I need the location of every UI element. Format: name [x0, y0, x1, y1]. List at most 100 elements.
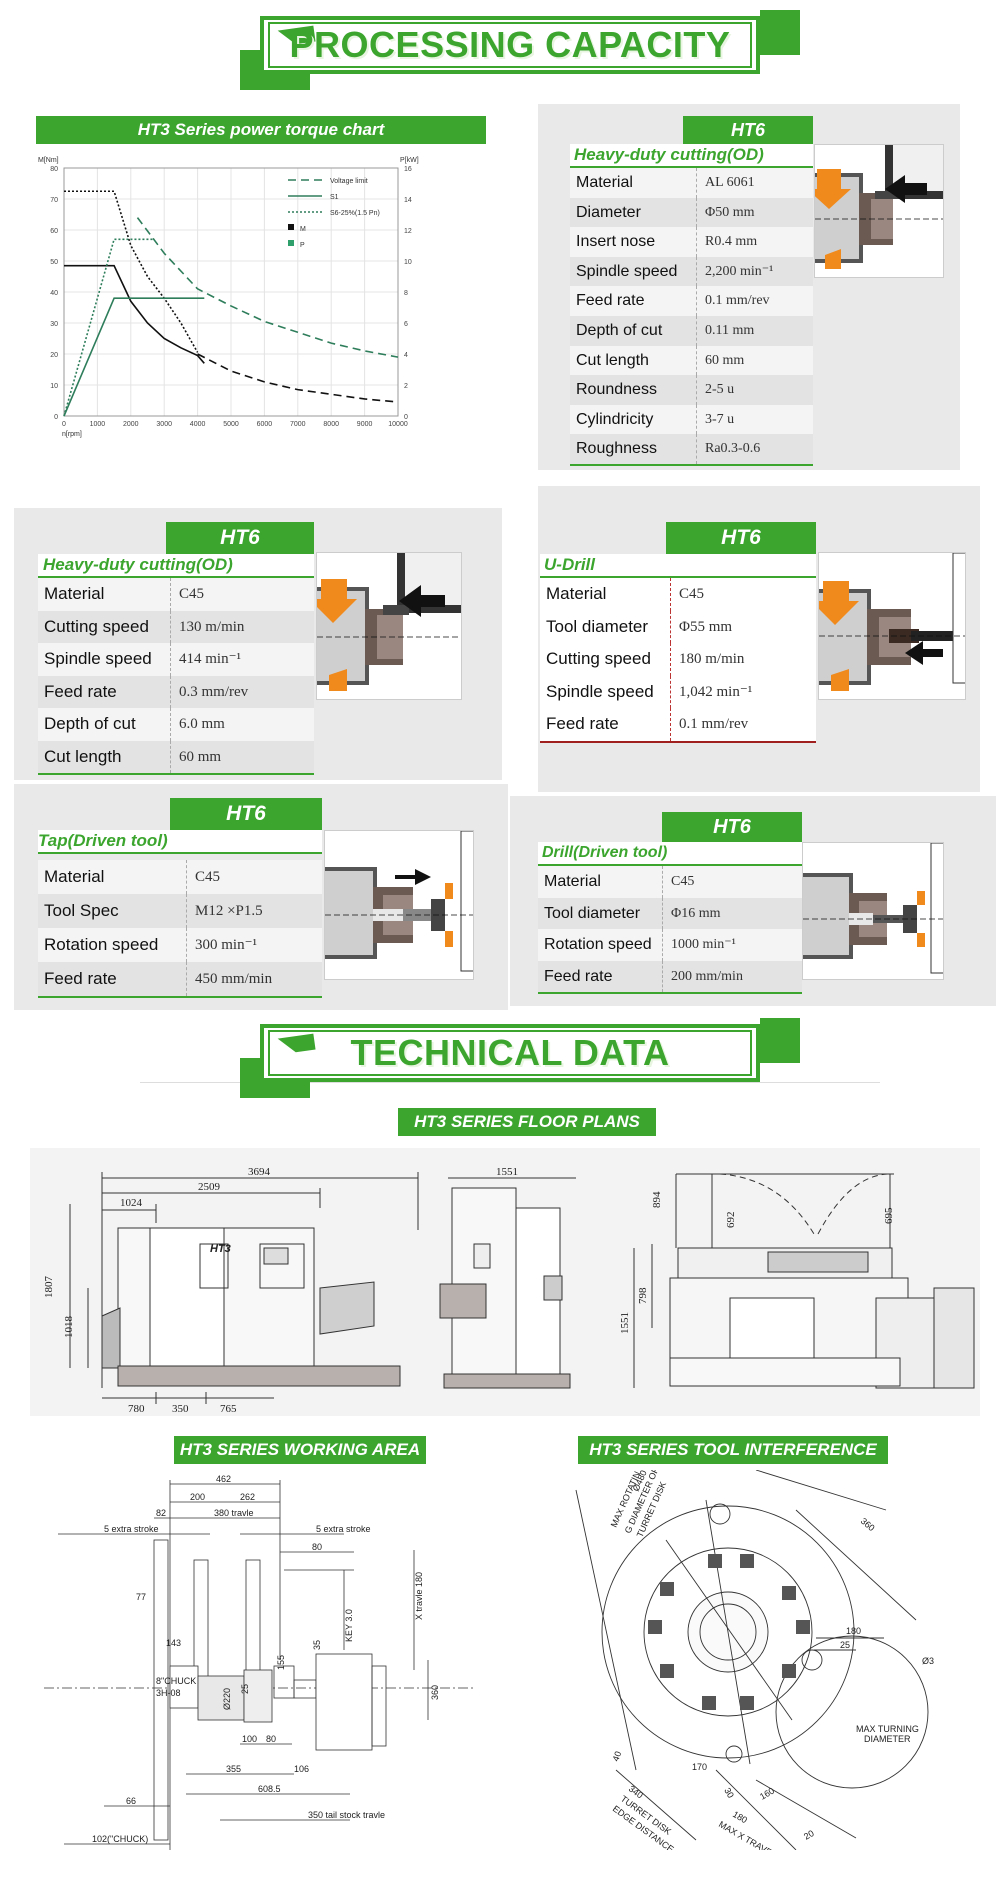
- model-label: HT6: [170, 798, 322, 830]
- spec-key: Material: [546, 584, 607, 603]
- dim-20: 20: [802, 1828, 816, 1842]
- spec-value: 0.1 mm/rev: [696, 286, 813, 316]
- tap-icon: [325, 831, 473, 972]
- y2-axis-label: P[kW]: [400, 157, 419, 164]
- cutting-illustration: [316, 552, 462, 700]
- dim-160: 160: [758, 1786, 776, 1802]
- od-cutting-icon: [815, 145, 943, 269]
- x-tick-label: 5000: [223, 421, 239, 428]
- spec-value: 0.1 mm/rev: [670, 708, 816, 741]
- spec-key: Roundness: [576, 381, 657, 399]
- spec-key: Cutting speed: [44, 616, 149, 636]
- max-turning-diameter: DIAMETER: [864, 1734, 911, 1744]
- spec-value: R0.4 mm: [696, 227, 813, 257]
- chuck-model: 3H-08: [156, 1688, 181, 1698]
- table-bottom-rule: [538, 992, 802, 994]
- spec-key: Tool diameter: [544, 904, 641, 922]
- spec-key: Cut length: [44, 746, 122, 766]
- dim-798: 798: [637, 1287, 649, 1304]
- spec-value: 6.0 mm: [170, 708, 314, 741]
- dim-106: 106: [294, 1764, 309, 1774]
- x-tick-label: 4000: [190, 421, 206, 428]
- series-line-4: [63, 297, 205, 417]
- banner-decoration: [760, 1018, 800, 1063]
- spec-row: Material C45: [540, 578, 816, 612]
- y2-tick-label: 14: [404, 197, 412, 204]
- spec-value: 1,042 min⁻¹: [670, 675, 816, 708]
- tailstock-travel: 350 tail stock travle: [308, 1810, 385, 1820]
- x-tick-label: 8000: [323, 421, 339, 428]
- y-tick-label: 20: [50, 352, 58, 359]
- spec-key: Depth of cut: [576, 322, 663, 339]
- y2-tick-label: 16: [404, 166, 412, 173]
- spec-key: Feed rate: [546, 714, 619, 733]
- banner-underline: [140, 1082, 880, 1083]
- x-tick-label: 6000: [257, 421, 273, 428]
- dim-1551: 1551: [496, 1166, 518, 1178]
- dim-143: 143: [166, 1638, 181, 1648]
- dim-360-interf: 360: [859, 1516, 877, 1533]
- legend-label: P: [300, 242, 305, 249]
- model-label: HT6: [662, 812, 802, 842]
- spec-value: 0.11 mm: [696, 316, 813, 346]
- working-area-panel: 462 200 262 82 380 travle 5 extra stroke…: [44, 1470, 474, 1850]
- x-tick-label: 0: [62, 421, 66, 428]
- dim-155: 155: [276, 1655, 286, 1670]
- spec-value: 130 m/min: [170, 610, 314, 643]
- legend-swatch: [288, 240, 294, 246]
- spec-key: Material: [576, 174, 633, 191]
- plot-frame: [63, 167, 399, 417]
- spec-value: Φ50 mm: [696, 197, 813, 228]
- spec-value: C45: [662, 866, 802, 898]
- dim-355: 355: [226, 1764, 241, 1774]
- legend-swatch: [288, 224, 294, 230]
- spec-value: 450 mm/min: [186, 962, 322, 996]
- dim-35: 35: [312, 1640, 322, 1650]
- y2-tick-label: 12: [404, 228, 412, 235]
- spec-value: 300 min⁻¹: [186, 928, 322, 962]
- spec-value: 2,200 min⁻¹: [696, 256, 813, 287]
- spec-value: 414 min⁻¹: [170, 643, 314, 676]
- dim-77: 77: [136, 1592, 146, 1602]
- spec-key: Material: [544, 873, 601, 890]
- extra-stroke-right: 5 extra stroke: [316, 1524, 371, 1534]
- y-tick-label: 0: [54, 414, 58, 421]
- dim-780: 780: [128, 1403, 145, 1415]
- spec-key: Rotation speed: [44, 935, 159, 954]
- section-banner-processing: PROCESSING CAPACITY: [230, 10, 800, 90]
- tool-interference-panel: MAX ROTATIN G DIAMETER OF TURRET DISK Ø4…: [556, 1465, 976, 1860]
- spec-row: Cutting speed 130 m/min: [38, 610, 314, 643]
- x-travel: X travle 180: [414, 1572, 424, 1620]
- dim-380: 380 travle: [214, 1508, 254, 1518]
- spec-key: Cylindricity: [576, 410, 654, 428]
- dim-350: 350: [172, 1403, 189, 1415]
- spec-value: C45: [670, 578, 816, 611]
- operation-label: U-Drill: [540, 554, 816, 578]
- y-tick-label: 60: [50, 228, 58, 235]
- spec-value: AL 6061: [696, 168, 813, 198]
- table-bottom-rule: [570, 464, 813, 466]
- chuck-label: 8"CHUCK: [156, 1676, 196, 1686]
- series-line-0: [64, 264, 205, 364]
- cutting-illustration: [814, 144, 944, 278]
- series-line-3: [136, 217, 399, 358]
- dim-2509: 2509: [198, 1181, 221, 1193]
- spec-key: Insert nose: [576, 233, 656, 251]
- banner-frame-inner: [268, 22, 752, 68]
- tool-interference-drawing: MAX ROTATIN G DIAMETER OF TURRET DISK Ø4…: [575, 1465, 934, 1860]
- spec-key: Roughness: [576, 440, 657, 458]
- working-area-title: HT3 SERIES WORKING AREA: [174, 1436, 426, 1464]
- banner-frame: [260, 1024, 760, 1082]
- dim-360: 360: [430, 1685, 440, 1700]
- dim-82: 82: [156, 1508, 166, 1518]
